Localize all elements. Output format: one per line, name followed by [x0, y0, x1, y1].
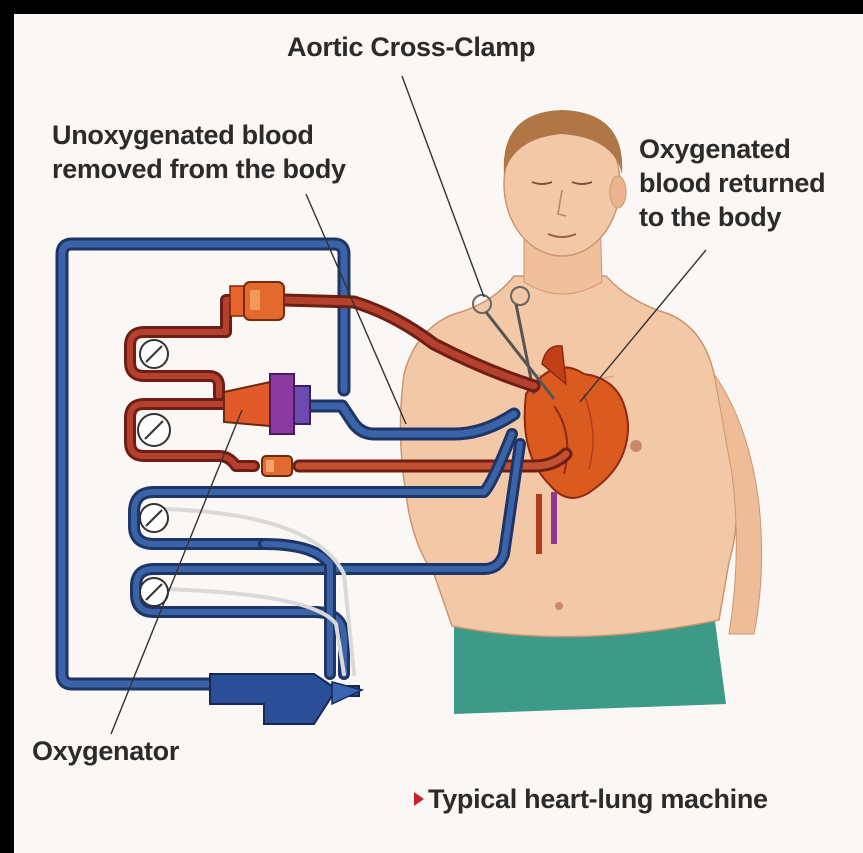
- label-unoxygenated-line2: removed from the body: [52, 152, 346, 186]
- red-triangle-bullet-icon: [414, 792, 424, 806]
- leader-unoxygenated: [306, 194, 406, 424]
- label-unoxygenated-line1: Unoxygenated blood: [52, 118, 346, 152]
- label-oxygenated-blood: Oxygenated blood returned to the body: [639, 132, 825, 234]
- diagram-canvas: Aortic Cross-Clamp Unoxygenated blood re…: [14, 14, 863, 853]
- gauge-2: [138, 414, 170, 446]
- gauge-3: [140, 504, 168, 532]
- oxygenator-unit: [224, 374, 310, 434]
- gauge-1: [140, 340, 168, 368]
- figure-caption: Typical heart-lung machine: [414, 782, 768, 816]
- venous-reservoir: [210, 674, 362, 724]
- label-unoxygenated-blood: Unoxygenated blood removed from the body: [52, 118, 346, 186]
- label-oxygenated-line3: to the body: [639, 200, 825, 234]
- arterial-filter: [262, 456, 292, 476]
- caption-text: Typical heart-lung machine: [428, 782, 768, 816]
- roller-pump: [230, 282, 284, 320]
- label-oxygenated-line2: blood returned: [639, 166, 825, 200]
- label-aortic-cross-clamp: Aortic Cross-Clamp: [287, 30, 535, 64]
- leader-aortic-clamp: [402, 76, 484, 297]
- label-oxygenated-line1: Oxygenated: [639, 132, 825, 166]
- label-oxygenator: Oxygenator: [32, 734, 179, 768]
